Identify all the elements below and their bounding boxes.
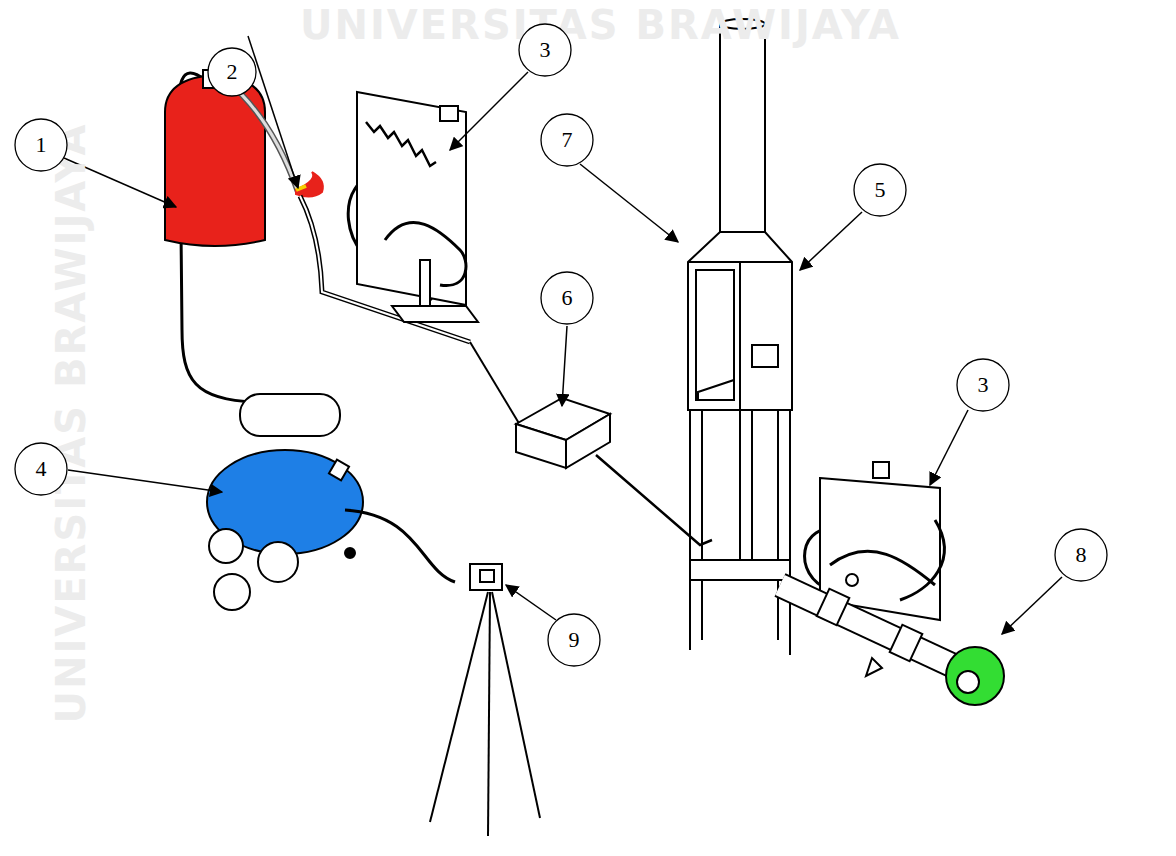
callout-circle-shape [541,114,593,166]
display-panel [357,92,466,305]
callout-text-holder: 7 [540,113,594,167]
leader-arrow [930,410,968,485]
frame-leg [701,410,703,640]
compressor-hose [345,510,455,582]
leader-arrow [248,36,298,188]
display-trace [366,122,436,166]
control-wire [596,455,712,545]
burner-pipe [740,410,752,570]
fuel-line-end [470,342,520,425]
gas-hose [226,80,298,192]
callout-text-holder: 3 [518,23,572,77]
frame-leg [789,410,791,655]
air-pipe [780,585,958,668]
chamber-window [696,270,734,400]
callout-circle-shape [957,359,1009,411]
callout-circle: 3 [956,358,1010,412]
frame-leg [689,410,691,650]
callout-circle: 6 [540,271,594,325]
control-box-front [516,424,566,468]
frame-leg [777,410,779,640]
callout-circle: 5 [853,163,907,217]
blower [946,647,1004,705]
wheel [214,574,250,610]
leader-arrow [562,326,567,406]
callout-circle: 7 [540,113,594,167]
callout-circle: 3 [518,23,572,77]
display-base [392,306,478,322]
leader-arrow [450,72,528,150]
leader-arrow [800,212,862,270]
callout-number: 6 [562,285,573,311]
callout-circle-shape [854,164,906,216]
valve-knob [846,574,858,586]
display-cable [830,520,944,600]
callout-circle-shape [15,443,67,495]
callout-circle-shape [548,614,600,666]
callout-number: 3 [540,37,551,63]
callout-text-holder: 9 [547,613,601,667]
callout-text-holder: 8 [1054,528,1108,582]
callout-number: 5 [875,177,886,203]
chamber-edge [739,262,741,410]
compressor-valve [329,460,349,481]
leader-arrow [580,164,678,242]
wheel [209,529,243,563]
callout-number: 4 [36,456,47,482]
callout-number: 9 [569,627,580,653]
display-tab [873,462,889,478]
leader-lines [64,36,1062,634]
camera [470,564,502,590]
pipe-coupling [817,589,850,625]
tripod-leg [430,592,488,822]
callout-circle-shape [15,119,67,171]
tripod-leg [488,592,490,836]
callout-circle: 1 [14,118,68,172]
leader-arrow [506,585,556,620]
blower-inlet [957,671,979,693]
callout-circle: 4 [14,442,68,496]
callout-circle-shape [541,272,593,324]
callout-circle-shape [519,24,571,76]
callout-circle: 8 [1054,528,1108,582]
callout-number: 7 [562,127,573,153]
sight-glass [752,345,778,367]
gas-hose-inner [226,80,298,192]
callout-text-holder: 4 [14,442,68,496]
watermark: UNIVERSITAS BRAWIJAYA [48,122,94,723]
foot [345,548,355,558]
callout-number: 3 [978,372,989,398]
callout-text-holder: 1 [14,118,68,172]
wheel [258,542,298,582]
pipe-coupling [890,625,923,661]
watermark: UNIVERSITAS BRAWIJAYA [300,2,901,48]
callout-circle-shape [1055,529,1107,581]
burner-plate [698,380,734,400]
chimney [720,24,765,252]
callout-number: 2 [227,59,238,85]
callout-text-holder: 6 [540,271,594,325]
compressor-motor [240,394,340,436]
callout-circle-shape [208,48,256,96]
tripod-leg [492,592,540,818]
leader-arrow [1002,577,1062,634]
display-tab [440,106,458,121]
callout-circle: 2 [207,47,257,97]
flame [296,172,323,197]
air-pipe-inner [780,585,958,668]
callout-text-holder: 5 [853,163,907,217]
callout-circle: 9 [547,613,601,667]
callout-number: 1 [36,132,47,158]
callout-number: 8 [1076,542,1087,568]
combustion-chamber [688,232,792,410]
callout-text-holder: 3 [956,358,1010,412]
camera-lens [480,570,494,582]
pipe-tap [866,658,882,676]
display-stand [420,260,430,310]
frame-base [690,560,790,580]
callout-text-holder: 2 [207,47,257,97]
